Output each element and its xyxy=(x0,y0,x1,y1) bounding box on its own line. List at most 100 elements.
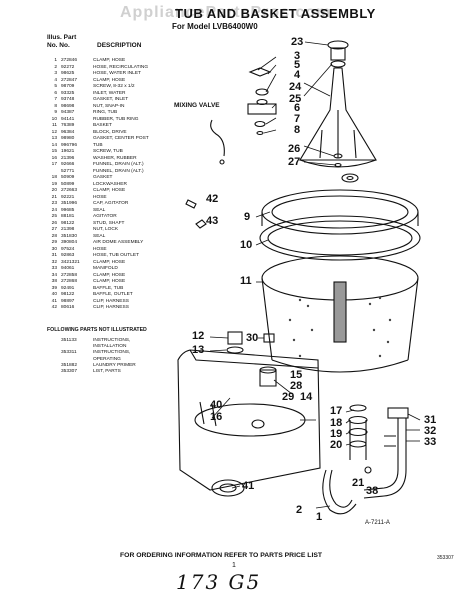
part-number: 272858 xyxy=(61,272,78,278)
figure-reference: A-7211-A xyxy=(365,520,390,526)
not-illustrated-row: INSTALLATION xyxy=(47,344,177,350)
part-description: CLAMP, HOSE xyxy=(93,272,126,278)
part-description: HOSE xyxy=(93,194,107,200)
part-number: 98709 xyxy=(61,84,75,89)
part-description: RING, TUB xyxy=(93,110,118,115)
part-illus-no: 33 xyxy=(51,266,57,271)
part-number: 21398 xyxy=(61,227,75,232)
callout-27: 27 xyxy=(288,156,301,168)
part-illus-no: 29 xyxy=(51,240,57,245)
callout-3: 3 xyxy=(294,50,301,62)
part-description: LAUNDRY PRIMER xyxy=(93,362,136,368)
part-illus-no: 39 xyxy=(51,285,57,291)
part-illus-no: 41 xyxy=(51,298,57,304)
part-illus-no: 34 xyxy=(51,272,57,278)
callout-25: 25 xyxy=(289,93,302,105)
part-number: 272663 xyxy=(61,188,78,193)
part-number: 98625 xyxy=(61,71,75,76)
not-illustrated-row: 351882 LAUNDRY PRIMER xyxy=(47,363,177,369)
part-number: 92491 xyxy=(61,285,75,291)
part-number: 21396 xyxy=(61,155,75,161)
document-number: 353307 xyxy=(437,555,454,561)
part-description: HOSE, RECIRCULATING xyxy=(93,64,149,70)
basket-drawing xyxy=(261,255,419,373)
part-illus-no: 13 xyxy=(51,136,57,141)
part-description: GASKET xyxy=(93,175,113,180)
part-description: AGITATOR xyxy=(93,214,117,219)
part-number: 353311 xyxy=(61,350,77,356)
callout-43: 43 xyxy=(206,215,219,227)
callout-8: 8 xyxy=(294,124,301,136)
part-illus-no: 19 xyxy=(51,181,57,187)
part-description: INSTALLATION xyxy=(93,344,127,350)
callout-38: 38 xyxy=(366,485,379,497)
callout-21: 21 xyxy=(352,477,365,489)
part-number: 351830 xyxy=(61,233,78,239)
part-description: INLET, WATER xyxy=(93,90,126,96)
callout-13: 13 xyxy=(192,344,205,356)
part-number: 94387 xyxy=(61,110,75,115)
part-illus-no: 38 xyxy=(51,279,57,284)
handwritten-note: 173 G5 xyxy=(176,570,262,594)
part-number: 50909 xyxy=(61,175,75,180)
no-header: No. No. xyxy=(47,42,70,49)
part-description: BAFFLE, TUB xyxy=(93,285,124,291)
part-number: 996796 xyxy=(61,142,78,148)
parts-list-row: 39 92491 BAFFLE, TUB xyxy=(47,286,177,293)
model-subtitle: For Model LVB6400W0 xyxy=(172,22,258,31)
part-illus-no: 40 xyxy=(51,292,57,297)
illus-part-header: Illus. Part xyxy=(47,34,77,41)
callout-28: 28 xyxy=(290,380,303,392)
part-description: WASHER, RUBBER xyxy=(93,155,137,161)
part-illus-no: 31 xyxy=(51,253,57,258)
part-description: CLIP, HARNESS xyxy=(93,298,129,304)
callout-9: 9 xyxy=(244,211,251,223)
part-description: INSTRUCTIONS, xyxy=(93,350,131,356)
callout-12: 12 xyxy=(192,330,205,342)
part-description: MANIFOLD xyxy=(93,266,118,271)
part-illus-no: 14 xyxy=(51,142,57,148)
parts-list-row: 14 996796 TUB xyxy=(47,143,177,150)
part-description: BLOCK, DRIVE xyxy=(93,129,127,135)
water-inlet-drawing xyxy=(210,67,277,165)
part-description: SCREW, 8-32 x 1/2 xyxy=(93,84,135,89)
callout-30: 30 xyxy=(246,332,259,344)
part-illus-no: 17 xyxy=(51,162,57,167)
part-description: INSTRUCTIONS, xyxy=(93,338,131,343)
callout-32: 32 xyxy=(424,425,437,437)
callout-42: 42 xyxy=(206,193,219,205)
part-number: 351882 xyxy=(61,362,78,368)
part-number: 3421321 xyxy=(61,259,80,265)
callout-23: 23 xyxy=(291,36,304,48)
part-number: 351996 xyxy=(61,201,78,206)
callout-2: 2 xyxy=(296,504,303,516)
part-description: TUB xyxy=(93,142,103,148)
part-description: CLAMP, HOSE xyxy=(93,188,126,193)
part-description: NUT, SNAP-IN xyxy=(93,103,125,109)
part-illus-no: 23 xyxy=(51,201,57,206)
callout-20: 20 xyxy=(330,439,343,451)
part-illus-no: 3 xyxy=(54,71,57,76)
callout-6: 6 xyxy=(294,102,301,114)
part-number: 19621 xyxy=(61,149,75,154)
part-number: 98122 xyxy=(61,292,75,297)
